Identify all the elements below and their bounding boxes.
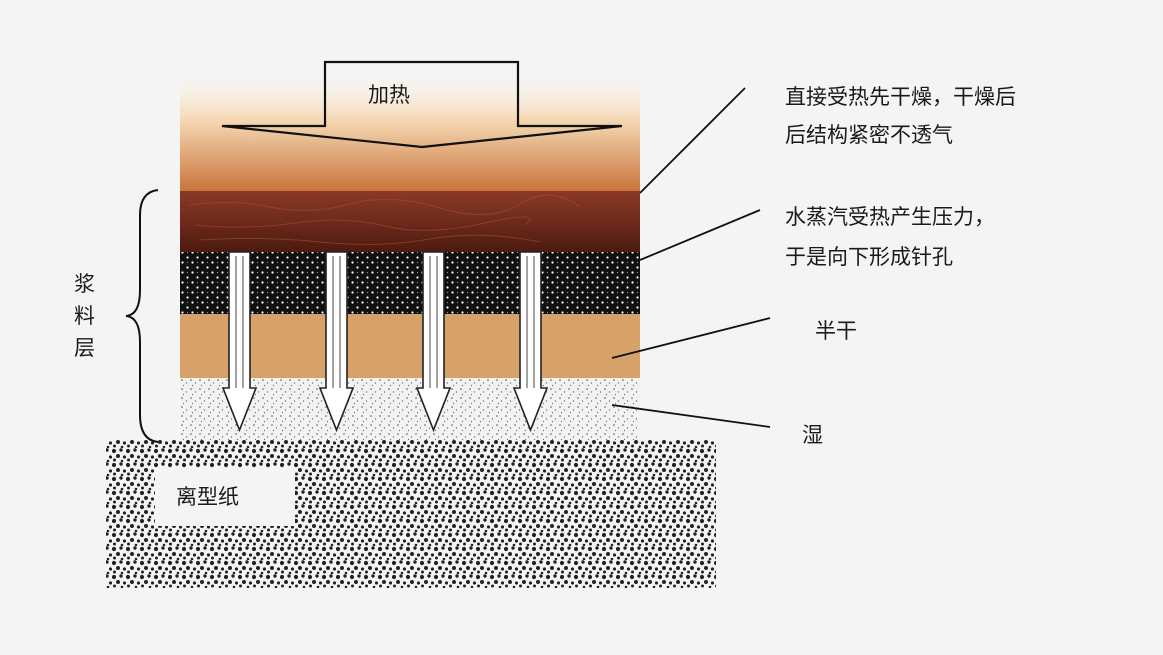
semi-dry-layer xyxy=(180,314,640,378)
callout-leader-vapor xyxy=(639,209,761,261)
release-paper-label: 离型纸 xyxy=(176,485,239,509)
callout-semi-dry: 半干 xyxy=(815,319,857,343)
slurry-layer-label: 浆料层 xyxy=(74,272,95,360)
heat-zone xyxy=(180,80,640,192)
vapor-layer xyxy=(180,252,640,314)
callout-dry-line2: 后结构紧密不透气 xyxy=(785,123,953,147)
dry-top-layer-texture xyxy=(189,194,581,245)
callout-leader-wet xyxy=(611,404,771,428)
pinhole-arrow-1 xyxy=(221,251,258,433)
heat-arrow xyxy=(221,60,623,149)
callout-leaders xyxy=(611,87,771,428)
callout-dry-line1: 直接受热先干燥，干燥后 xyxy=(785,85,1016,109)
callout-wet: 湿 xyxy=(802,423,823,447)
callout-leader-semi-dry xyxy=(611,317,771,359)
dry-top-layer xyxy=(180,191,640,252)
callout-vapor-line2: 于是向下形成针孔 xyxy=(785,245,953,269)
pinhole-arrow-4 xyxy=(512,251,549,433)
callout-vapor-line1: 水蒸汽受热产生压力， xyxy=(785,205,995,229)
pinhole-arrow-2 xyxy=(318,251,355,433)
release-paper-label-box xyxy=(155,468,295,526)
callout-leader-dry xyxy=(639,87,746,194)
heat-label: 加热 xyxy=(368,83,410,107)
pinhole-arrows xyxy=(221,251,549,433)
pinhole-arrow-inner-lines xyxy=(235,256,535,388)
slurry-layer-brace xyxy=(125,189,159,443)
pinhole-arrow-3 xyxy=(415,251,452,433)
